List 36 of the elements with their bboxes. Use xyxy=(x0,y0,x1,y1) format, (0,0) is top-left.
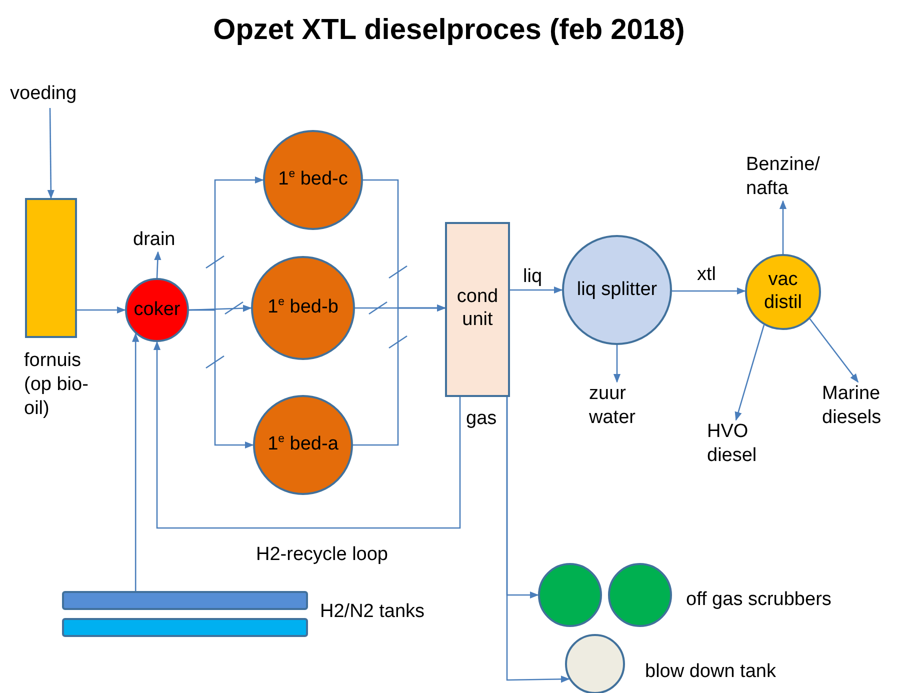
product-label: Benzine/ nafta xyxy=(746,153,826,201)
product-label: Marine diesels xyxy=(822,382,896,432)
diagram-title: Opzet XTL dieselproces (feb 2018) xyxy=(212,14,686,47)
flow-arrow xyxy=(154,251,162,278)
reactor-bed-circle: 1$^{e}$ bed-c xyxy=(263,130,363,230)
product-label: zuur water xyxy=(589,382,659,432)
flow-arrow xyxy=(353,304,446,446)
furnace-box xyxy=(25,198,77,338)
flow-arrow xyxy=(506,397,570,683)
flow-arrow xyxy=(153,341,461,529)
flow-arrow xyxy=(779,200,787,254)
splitter-circle: liq splitter xyxy=(562,235,672,345)
node-caption: fornuis (op bio-oil) xyxy=(24,349,90,420)
drain-label: drain xyxy=(133,228,183,252)
flow-arrow xyxy=(672,287,746,295)
flow-arrow xyxy=(77,306,126,314)
flow-arrow xyxy=(510,286,563,294)
product-label: HVO diesel xyxy=(707,420,777,470)
flow-arrow xyxy=(809,318,859,383)
flow-arrow xyxy=(734,324,765,421)
tank-bar xyxy=(62,618,308,637)
flow-arrow xyxy=(189,309,254,449)
tank-label: H2/N2 tanks xyxy=(320,600,425,624)
flow-arrow xyxy=(613,345,621,383)
feed-label: voeding xyxy=(10,82,90,108)
reactor-bed-circle: 1$^{e}$ bed-b xyxy=(251,256,355,360)
tank-bar xyxy=(62,591,308,610)
stream-label: gas xyxy=(466,407,497,431)
distillation-circle: vac distil xyxy=(745,254,821,330)
condenser-box: cond unit xyxy=(445,222,510,397)
node-caption: blow down tank xyxy=(645,660,777,684)
node-caption: off gas scrubbers xyxy=(686,588,832,612)
reactor-bed-circle: 1$^{e}$ bed-a xyxy=(253,395,353,495)
flow-arrow xyxy=(47,108,54,199)
coker-circle: coker xyxy=(125,278,189,342)
flow-arrow xyxy=(132,332,140,591)
